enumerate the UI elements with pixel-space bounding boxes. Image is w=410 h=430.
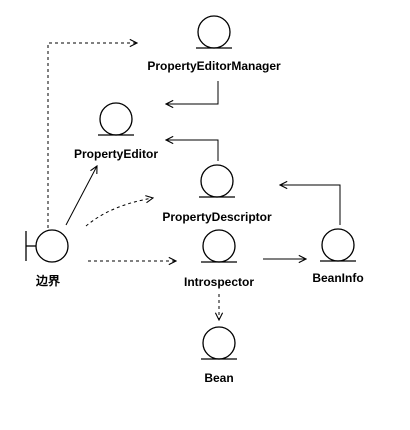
entity-icon [321, 228, 355, 262]
edge-boundary-to-property-descriptor [85, 198, 153, 227]
edge-bean-info-to-property-descriptor [280, 185, 341, 225]
entity-icon [202, 229, 236, 263]
node-property-editor: PropertyEditor [74, 102, 158, 161]
boundary-icon [35, 229, 69, 263]
entity-icon [99, 102, 133, 136]
node-property-descriptor: PropertyDescriptor [162, 164, 272, 224]
node-label: Introspector [184, 275, 254, 289]
node-introspector: Introspector [184, 229, 254, 289]
node-label: PropertyDescriptor [162, 210, 272, 224]
entity-icon [200, 164, 234, 198]
edge-property-editor-manager-to-property-editor [166, 81, 219, 104]
node-bean-info: BeanInfo [312, 228, 364, 285]
node-label: 边界 [35, 273, 60, 288]
node-property-editor-manager: PropertyEditorManager [147, 15, 281, 73]
node-boundary: 边界 [25, 229, 69, 288]
node-label: PropertyEditor [74, 147, 158, 161]
entity-icon [197, 15, 231, 49]
node-bean: Bean [201, 326, 237, 385]
edge-boundary-to-property-editor [65, 166, 97, 226]
edge-boundary-to-property-editor-manager [47, 43, 137, 228]
node-label: Bean [204, 371, 233, 385]
edge-property-descriptor-to-property-editor [166, 140, 219, 161]
entity-icon [202, 326, 236, 360]
node-label: BeanInfo [312, 271, 363, 285]
node-label: PropertyEditorManager [147, 59, 281, 73]
